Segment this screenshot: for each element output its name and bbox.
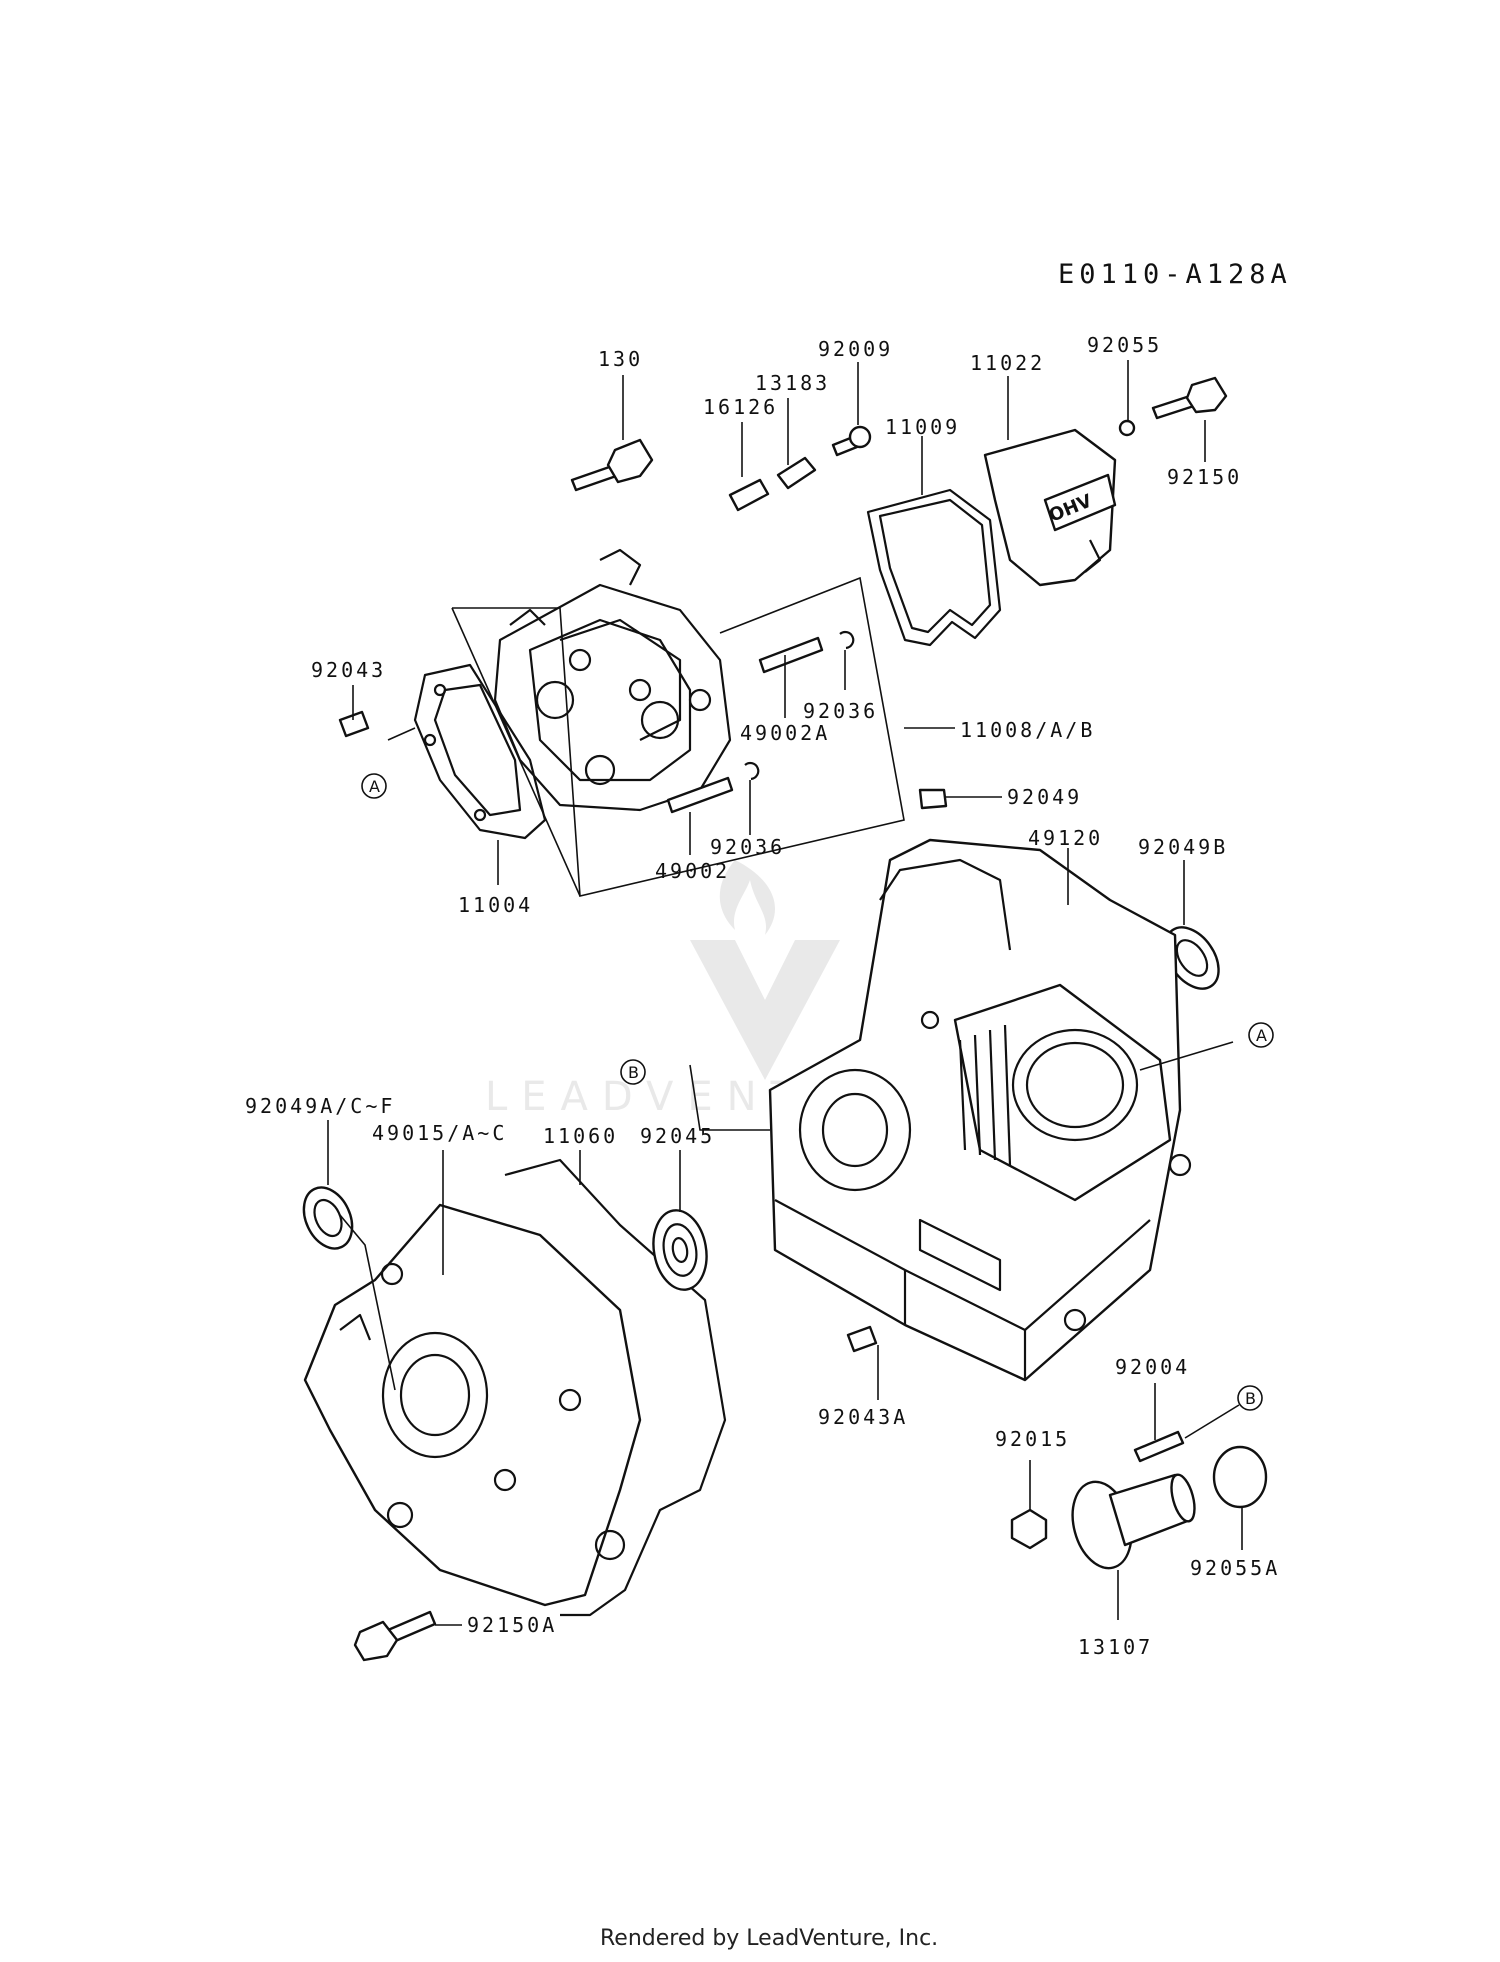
part-label-11008: 11008/A/B <box>960 718 1095 742</box>
part-label-13107: 13107 <box>1078 1635 1153 1659</box>
part-label-49120: 49120 <box>1028 826 1103 850</box>
oil-seal-92049a-part <box>302 1186 354 1250</box>
bolt-92150-part <box>1151 376 1228 420</box>
stud-92004-part <box>1133 1430 1185 1463</box>
part-label-92049: 92049 <box>1007 785 1082 809</box>
part-label-49002a: 49002A <box>740 721 830 745</box>
part-label-49002: 49002 <box>655 859 730 883</box>
dowel-16126-part <box>728 478 770 512</box>
part-label-92045: 92045 <box>640 1124 715 1148</box>
part-label-13183: 13183 <box>755 371 830 395</box>
watermark-v-icon <box>690 940 840 1080</box>
part-labels: 130 16126 13183 92009 11009 11022 92055 … <box>245 333 1280 1659</box>
part-label-49015: 49015/A~C <box>372 1121 507 1145</box>
part-label-92036-upper: 92036 <box>803 699 878 723</box>
part-label-92015: 92015 <box>995 1427 1070 1451</box>
svg-text:A: A <box>1256 1026 1267 1045</box>
part-label-92043: 92043 <box>311 658 386 682</box>
diagram-code: E0110-A128A <box>1058 259 1292 290</box>
part-label-11060: 11060 <box>543 1124 618 1148</box>
svg-text:A: A <box>369 777 380 796</box>
dowel-pin-92043-part <box>338 710 370 738</box>
callout-a-right: A <box>1248 1022 1274 1048</box>
callout-a-upper: A <box>361 773 387 799</box>
o-ring-92055-part <box>1118 419 1136 437</box>
callout-b-left: B <box>620 1059 646 1085</box>
part-label-92049a: 92049A/C~F <box>245 1094 395 1118</box>
watermark-flame-icon <box>719 860 775 935</box>
bolt-130-part <box>570 438 654 492</box>
crankcase-part <box>768 838 1192 1382</box>
leader-lines <box>327 360 1243 1626</box>
rocker-shaft-49002-part <box>666 776 734 814</box>
rocker-shaft-49002a-part <box>758 636 824 674</box>
screw-92009-part <box>831 425 872 457</box>
part-label-11004: 11004 <box>458 893 533 917</box>
part-label-92004: 92004 <box>1115 1355 1190 1379</box>
part-label-11022: 11022 <box>970 351 1045 375</box>
oil-seal-92049b-part <box>1164 926 1220 990</box>
breather-13107-part <box>1071 1473 1196 1570</box>
part-label-11009: 11009 <box>885 415 960 439</box>
bearing-92045-part <box>652 1209 708 1291</box>
part-label-130: 130 <box>598 347 643 371</box>
clip-92036-upper-part <box>839 631 855 650</box>
cylinder-head-part <box>493 548 732 812</box>
crankcase-gasket-part <box>504 1158 727 1617</box>
rocker-cover-gasket-part <box>866 488 1002 647</box>
part-label-16126: 16126 <box>703 395 778 419</box>
rocker-cover-part: OHV <box>983 428 1117 587</box>
part-label-92043a: 92043A <box>818 1405 908 1429</box>
plug-92049-part <box>918 788 948 810</box>
part-label-92049b: 92049B <box>1138 835 1228 859</box>
dowel-pin-92043a-part <box>846 1325 878 1353</box>
part-label-92055a: 92055A <box>1190 1556 1280 1580</box>
svg-text:B: B <box>628 1063 639 1082</box>
nut-92015-part <box>1010 1508 1048 1550</box>
bolt-92150a-part <box>353 1610 437 1662</box>
head-gasket-part <box>413 663 547 840</box>
svg-text:B: B <box>1245 1389 1256 1408</box>
part-label-92036-lower: 92036 <box>710 835 785 859</box>
callout-b-right: B <box>1237 1385 1263 1411</box>
part-label-92150a: 92150A <box>467 1613 557 1637</box>
part-label-92055: 92055 <box>1087 333 1162 357</box>
clip-13183-part <box>776 456 817 490</box>
part-label-92009: 92009 <box>818 337 893 361</box>
footer-credit: Rendered by LeadVenture, Inc. <box>600 1926 938 1951</box>
part-label-92150: 92150 <box>1167 465 1242 489</box>
o-ring-92055a-part <box>1212 1445 1268 1509</box>
clip-92036-lower-part <box>744 762 760 781</box>
crankcase-cover-part <box>303 1203 642 1607</box>
